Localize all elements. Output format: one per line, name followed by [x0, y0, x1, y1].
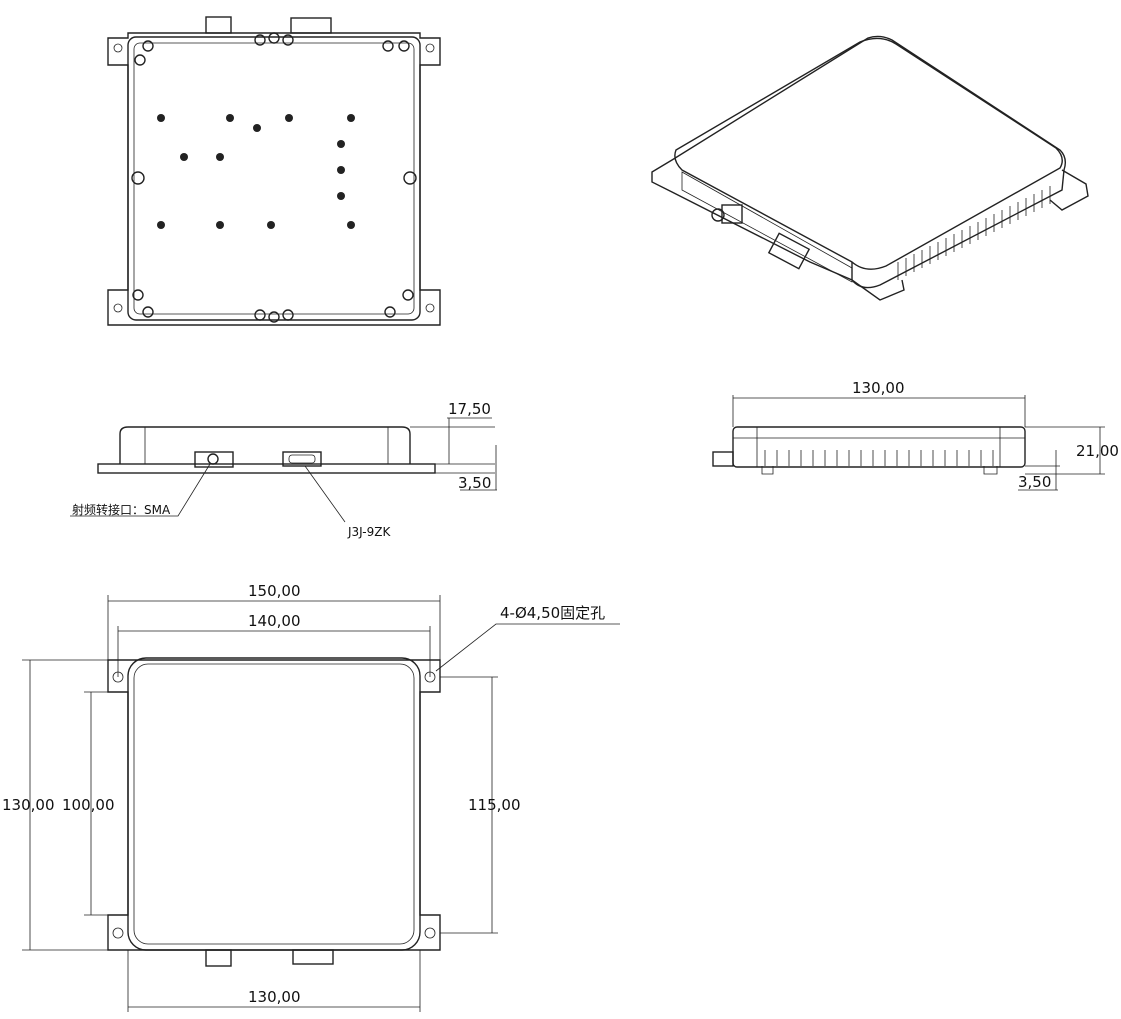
dim-flange: 3,50: [458, 474, 491, 492]
mounting-holes: [157, 114, 355, 229]
callout-connector: J3J-9ZK: [347, 525, 391, 539]
front-side-view: 17,50 3,50 射频转接口：SMA J3J-9ZK: [70, 400, 497, 539]
right-side-view: 130,00 21,00 3,50: [712, 379, 1119, 491]
dim-height: 17,50: [448, 400, 491, 418]
sma-port: [194, 451, 234, 468]
dim-height: 21,00: [1076, 442, 1119, 460]
dim-flange: 3,50: [1018, 473, 1051, 491]
dim-hole-spacing-width: 140,00: [248, 612, 301, 630]
side-slots: [764, 450, 994, 466]
dim-inner-height: 100,00: [62, 796, 115, 814]
bottom-view: 150,00 140,00 4-Ø4,50固定孔 130,00 100,00 1…: [2, 582, 620, 1012]
sma-connector: [711, 204, 743, 224]
screws: [131, 32, 417, 323]
dsub-port: [282, 451, 322, 467]
dsub-connector: [767, 232, 811, 270]
dim-width: 130,00: [852, 379, 905, 397]
isometric-view: [651, 35, 1089, 301]
dim-overall-height: 130,00: [2, 796, 55, 814]
top-view: [107, 16, 441, 326]
side-slots: [897, 186, 1051, 280]
dim-overall-width: 150,00: [248, 582, 301, 600]
dim-body-width: 130,00: [248, 988, 301, 1006]
hole-callout: 4-Ø4,50固定孔: [500, 604, 605, 622]
dim-hole-spacing-height: 115,00: [468, 796, 521, 814]
callout-sma: 射频转接口：SMA: [72, 502, 171, 517]
